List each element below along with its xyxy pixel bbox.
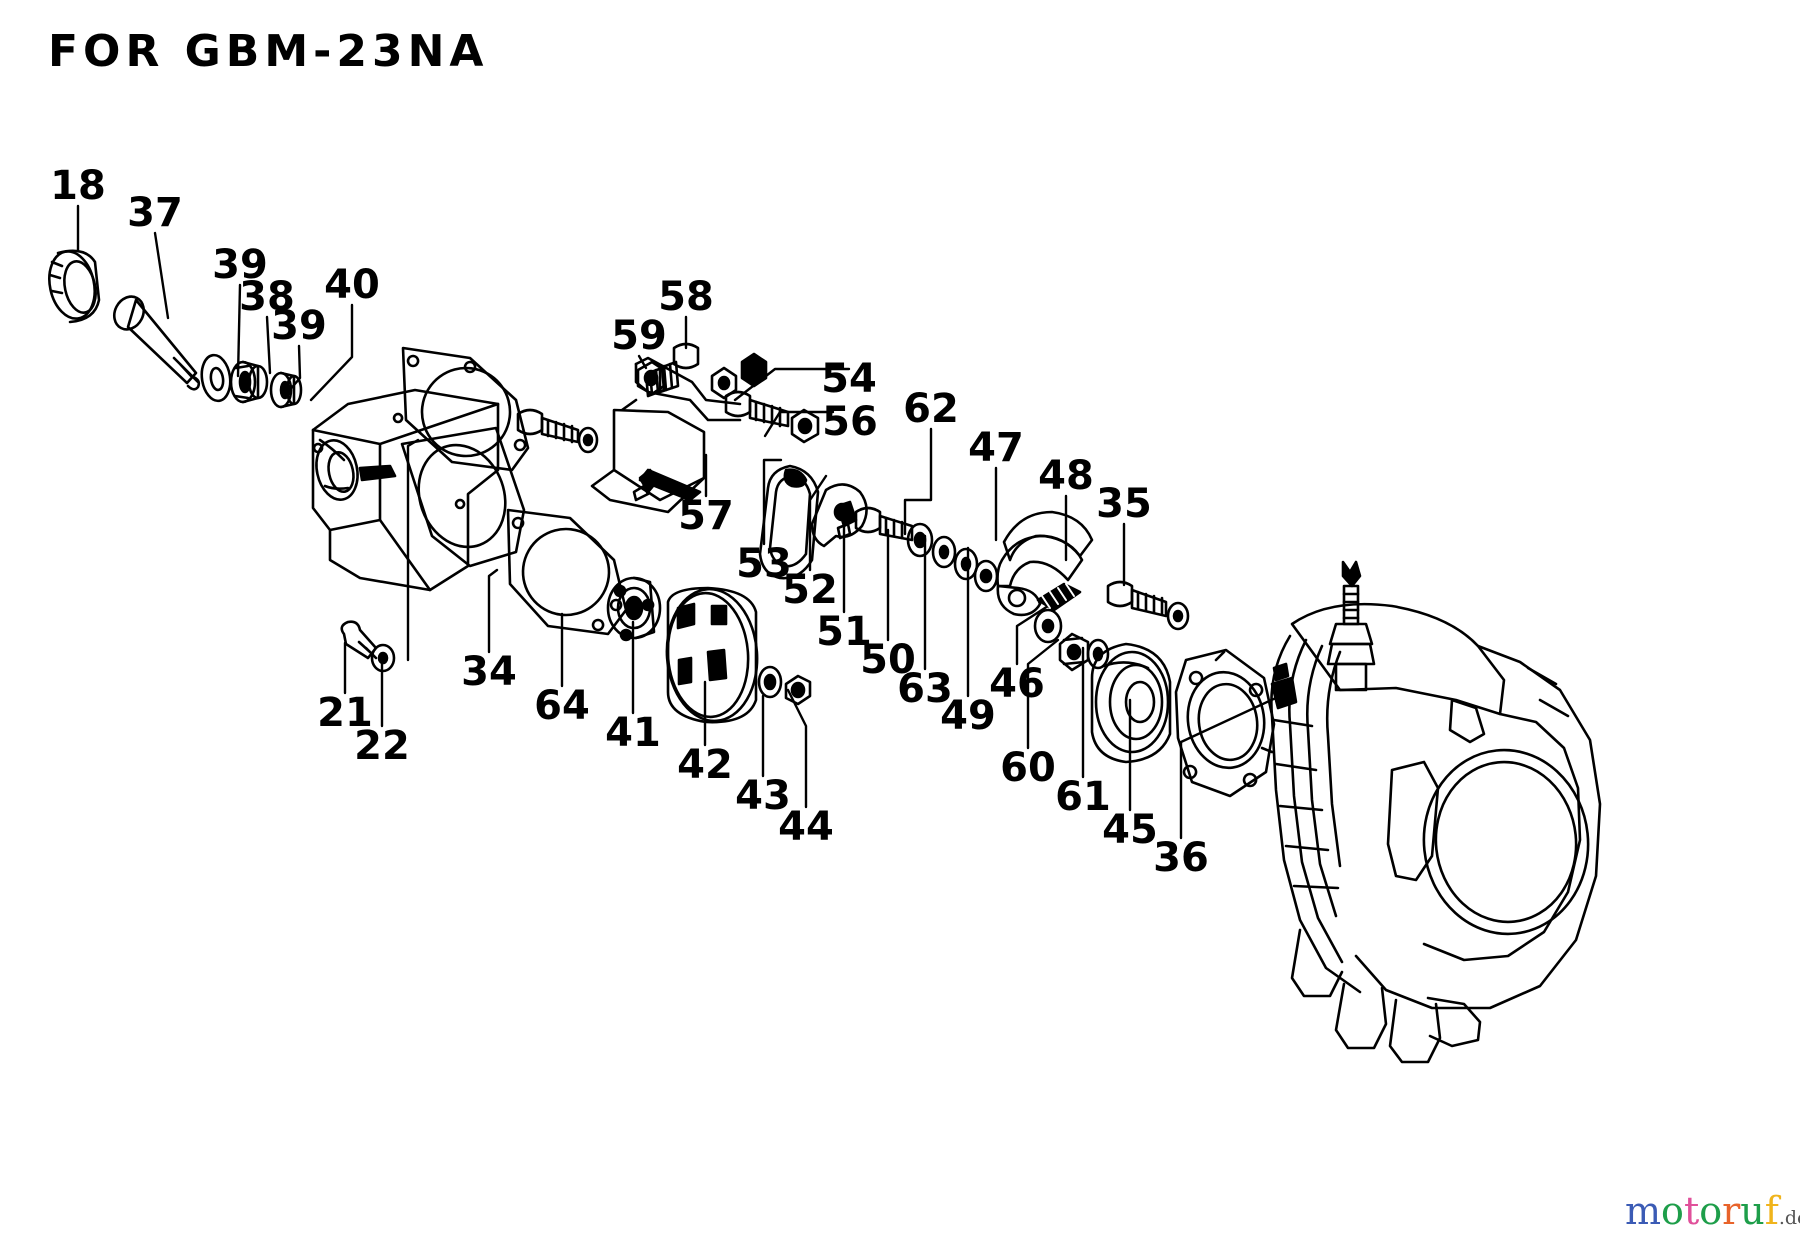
- part-44-nut: [784, 674, 812, 706]
- part-54-bolt: [724, 390, 790, 428]
- watermark-letter: o: [1661, 1189, 1684, 1233]
- part-39-washer-b: [269, 371, 303, 409]
- callout-57: 57: [678, 493, 734, 539]
- callout-44: 44: [778, 804, 834, 850]
- part-47-clutch-shoes: [996, 510, 1094, 617]
- part-53-clutch-shoe: [758, 464, 820, 580]
- callout-34: 34: [461, 649, 517, 695]
- callout-39a: 39: [212, 242, 268, 288]
- callout-64: 64: [534, 683, 590, 729]
- callout-36: 36: [1153, 835, 1209, 881]
- part-48-spring: [1036, 582, 1082, 612]
- callout-35: 35: [1096, 481, 1152, 527]
- callout-63: 63: [897, 666, 953, 712]
- part-21-screw: [340, 620, 378, 660]
- watermark-letter: o: [1699, 1189, 1723, 1233]
- part-50-bolt: [854, 506, 914, 542]
- part-63-washer: [973, 559, 999, 593]
- callout-40: 40: [324, 262, 380, 308]
- engine-assembly: [1270, 560, 1602, 1064]
- callout-53: 53: [736, 541, 792, 587]
- callout-43: 43: [735, 773, 791, 819]
- callout-52: 52: [782, 567, 838, 613]
- part-56-nut: [790, 408, 820, 444]
- callout-56: 56: [822, 399, 878, 445]
- callout-59: 59: [611, 313, 667, 359]
- part-45-pulley: [1090, 642, 1172, 764]
- callout-22: 22: [354, 723, 410, 769]
- callout-39b: 39: [271, 303, 327, 349]
- callout-61: 61: [1055, 774, 1111, 820]
- part-37-bolt: [112, 295, 201, 391]
- callout-49: 49: [940, 693, 996, 739]
- part-61-washer: [1086, 638, 1110, 670]
- watermark-letter: u: [1740, 1189, 1765, 1233]
- callout-50: 50: [860, 637, 916, 683]
- callout-46: 46: [989, 661, 1045, 707]
- callout-60: 60: [1000, 745, 1056, 791]
- part-34-gasket: [401, 346, 530, 472]
- bracket-nuts: [710, 352, 768, 400]
- callout-41: 41: [605, 710, 661, 756]
- part-18-cap: [48, 249, 101, 324]
- small-pin-a: [632, 468, 660, 502]
- watermark-letter: r: [1722, 1189, 1741, 1233]
- part-46-washer: [1033, 608, 1063, 644]
- bolt-left-upper: [516, 408, 599, 454]
- callout-42: 42: [677, 742, 733, 788]
- part-59-nut: [636, 360, 666, 396]
- callout-18: 18: [50, 163, 106, 209]
- callout-21: 21: [317, 690, 373, 736]
- part-43-washer: [757, 665, 783, 699]
- watermark-letter: f: [1764, 1189, 1779, 1233]
- page-title: FOR GBM-23NA: [48, 26, 489, 77]
- part-60-nut: [1058, 632, 1090, 672]
- part-40-gearbox-housing: [311, 388, 526, 592]
- part-35-bolt: [1106, 580, 1190, 631]
- callout-54: 54: [821, 356, 877, 402]
- callout-45: 45: [1102, 807, 1158, 853]
- watermark-letter: t: [1683, 1189, 1700, 1233]
- callout-51: 51: [816, 609, 872, 655]
- part-22-washer: [370, 643, 396, 673]
- part-36-crankcase-cover: [1174, 648, 1276, 798]
- part-38-collar: [229, 360, 269, 404]
- callout-58: 58: [658, 274, 714, 320]
- callout-38: 38: [239, 274, 295, 320]
- watermark-motoruf: motoruf.de: [1625, 1192, 1800, 1230]
- part-62-washer-stack: [906, 522, 979, 581]
- callout-48: 48: [1038, 453, 1094, 499]
- part-41-bearing: [606, 576, 662, 642]
- callout-47: 47: [968, 425, 1024, 471]
- callout-62: 62: [903, 386, 959, 432]
- part-64-gasket: [506, 508, 628, 636]
- part-42-clutch-drum: [665, 586, 759, 724]
- watermark-letter: m: [1625, 1189, 1662, 1233]
- callout-37: 37: [127, 190, 183, 236]
- watermark-suffix: .de: [1778, 1207, 1800, 1229]
- part-39-washer-a: [200, 353, 232, 403]
